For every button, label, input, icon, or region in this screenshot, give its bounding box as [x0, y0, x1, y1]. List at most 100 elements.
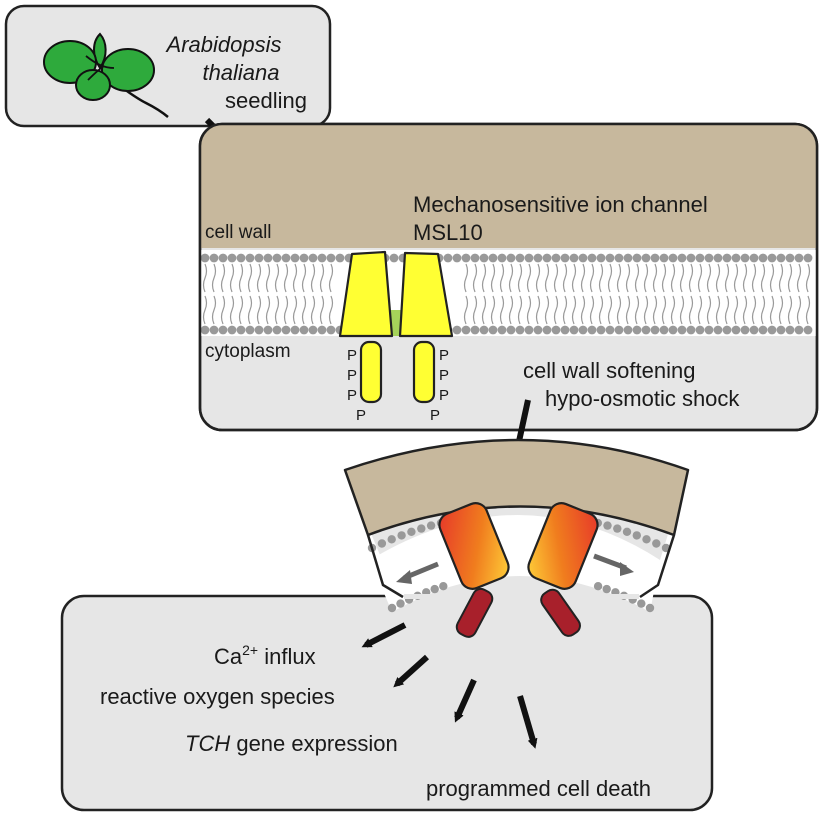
phosphate-mark: P [347, 387, 357, 404]
lipid-head [695, 325, 705, 335]
lipid-tail [328, 295, 334, 325]
lipid-tail [769, 295, 775, 325]
lipid-head [637, 599, 646, 608]
lipid-head [596, 253, 606, 263]
lipid-head [587, 253, 597, 263]
lipid-head [704, 253, 714, 263]
lipid-head [542, 325, 552, 335]
lipid-tail [526, 263, 532, 293]
lipid-tail [670, 263, 676, 293]
lipid-head [417, 524, 426, 533]
lipid-head [497, 253, 507, 263]
lipid-head [533, 325, 543, 335]
lipid-tail [733, 263, 739, 293]
lipid-head [686, 253, 696, 263]
lipid-tail [265, 263, 271, 293]
species-name-line2: thaliana [202, 60, 279, 85]
lipid-head [470, 253, 480, 263]
lipid-tail [562, 263, 568, 293]
lipid-head [396, 599, 405, 608]
lipid-head [439, 582, 448, 591]
tch-gene-name: TCH [185, 731, 230, 756]
lipid-tail [616, 263, 622, 293]
lipid-head [623, 325, 633, 335]
lipid-head [387, 535, 396, 544]
lipid-head [603, 521, 612, 530]
lipid-head [803, 253, 813, 263]
lipid-tail [490, 295, 496, 325]
lipid-tail [760, 295, 766, 325]
lipid-tail [580, 263, 586, 293]
membrane-stretch-arrows [396, 553, 634, 584]
lipid-tail [328, 263, 334, 293]
lipid-tail [688, 263, 694, 293]
membrane-tails [202, 263, 811, 325]
lipid-head [668, 325, 678, 335]
lipid-tail [643, 263, 649, 293]
lipid-tail [553, 295, 559, 325]
arrow-to-ca-influx [361, 622, 407, 648]
lipid-head [632, 253, 642, 263]
lipid-tail [310, 263, 316, 293]
arrow-stimulus-to-channel [514, 399, 531, 451]
lipid-tail [544, 295, 550, 325]
lipid-tail [805, 263, 811, 293]
cell-panel [198, 122, 819, 432]
lipid-head [677, 253, 687, 263]
lipid-head [713, 325, 723, 335]
lipid-tail [688, 295, 694, 325]
lipid-tail [796, 263, 802, 293]
lipid-tail [670, 295, 676, 325]
lipid-head [722, 253, 732, 263]
lipid-head [740, 325, 750, 335]
lipid-tail [598, 263, 604, 293]
lipid-head [652, 539, 661, 548]
msl10-channel-closed [338, 250, 454, 404]
lipid-head [263, 253, 273, 263]
lipid-head [767, 325, 777, 335]
lipid-head [642, 535, 651, 544]
lipid-head [704, 325, 714, 335]
lipid-tail [607, 295, 613, 325]
lipid-head [803, 325, 813, 335]
lipid-tail [724, 263, 730, 293]
lipid-head [299, 253, 309, 263]
lipid-head [430, 584, 439, 594]
lipid-head [452, 253, 462, 263]
lipid-head [569, 325, 579, 335]
lipid-tail [517, 263, 523, 293]
lipid-head [569, 253, 579, 263]
lipid-head [641, 253, 651, 263]
lipid-head [308, 325, 318, 335]
lipid-tail [481, 295, 487, 325]
lipid-head [335, 253, 345, 263]
lipid-head [722, 325, 732, 335]
ca-symbol: Ca [214, 644, 243, 669]
lipid-head [236, 325, 246, 335]
panel-opening [404, 594, 639, 599]
lipid-head [767, 253, 777, 263]
phosphate-mark: P [347, 347, 357, 364]
channel-tail-right [412, 340, 436, 404]
lipid-head [740, 253, 750, 263]
phosphate-labels-right: P P P P [430, 347, 449, 424]
lipid-head [290, 253, 300, 263]
channel-subunit-left [338, 250, 394, 338]
lipid-head [254, 325, 264, 335]
outcome-pcd: programmed cell death [426, 776, 651, 801]
lipid-head [785, 253, 795, 263]
lipid-tail [211, 295, 217, 325]
lipid-tail [634, 295, 640, 325]
lipid-tail [571, 263, 577, 293]
lipid-head [758, 253, 768, 263]
lipid-tail [751, 295, 757, 325]
lipid-head [209, 325, 219, 335]
lipid-head [668, 253, 678, 263]
lipid-head [461, 325, 471, 335]
lipid-head [506, 253, 516, 263]
lipid-tail [679, 295, 685, 325]
lipid-head [218, 253, 228, 263]
lipid-tail [508, 263, 514, 293]
lipid-tail [607, 263, 613, 293]
lipid-tail [706, 263, 712, 293]
